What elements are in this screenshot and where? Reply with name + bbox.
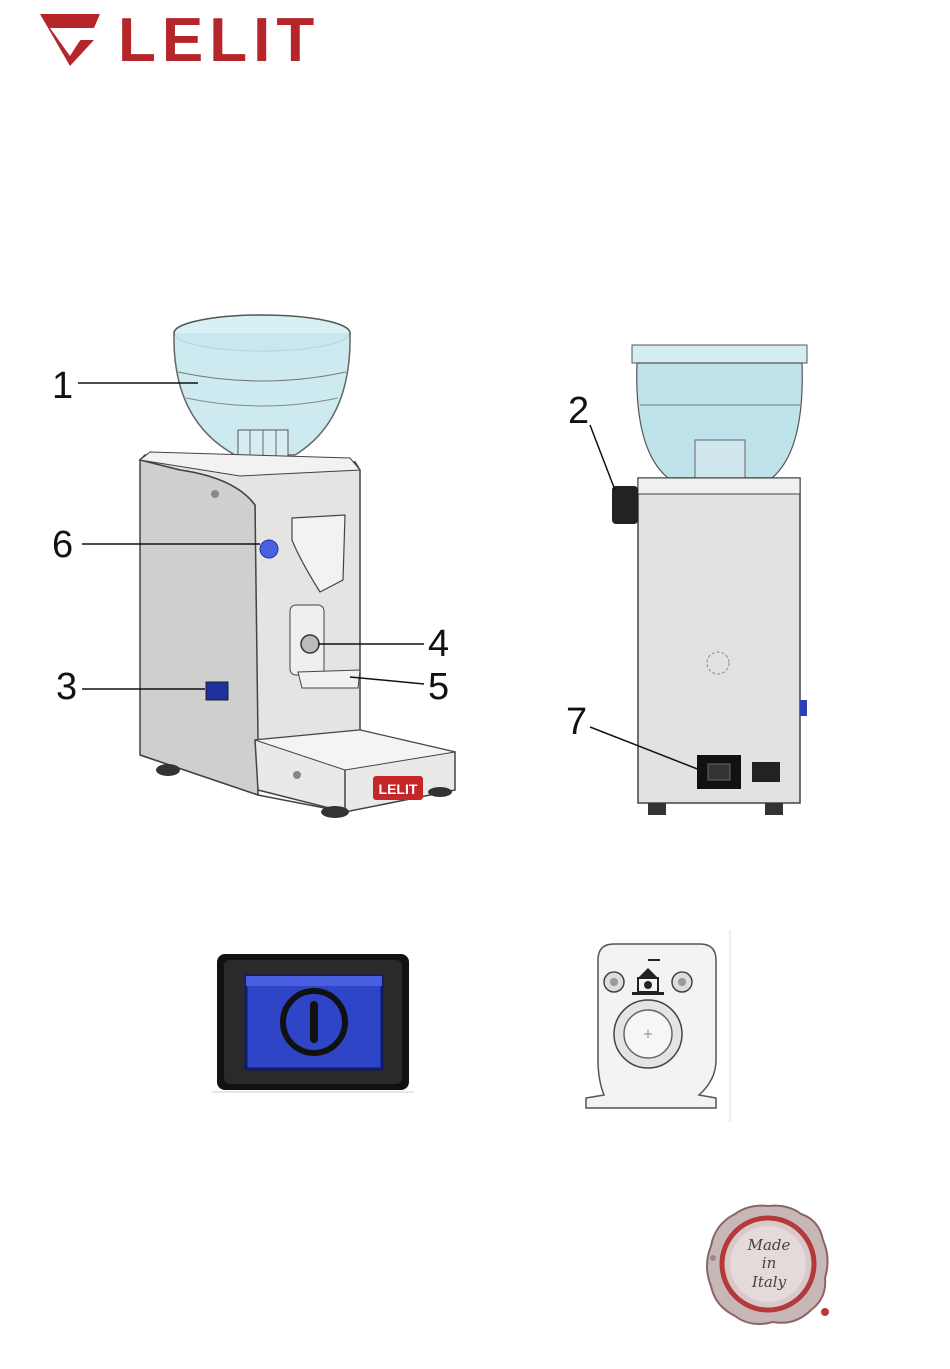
callout-3: 3 — [56, 668, 77, 706]
lelit-logo-icon — [36, 6, 104, 68]
callout-7: 7 — [566, 703, 587, 741]
callout-1: 1 — [52, 367, 73, 405]
bean-hopper — [174, 315, 350, 468]
callout-4: 4 — [428, 625, 449, 663]
callout-5: 5 — [428, 668, 449, 706]
power-switch-icon — [212, 950, 414, 1094]
machine-badge: LELIT — [379, 781, 418, 797]
bean-hopper-rear — [632, 345, 807, 478]
callout-6: 6 — [52, 526, 73, 564]
grinder-front-view: LELIT — [0, 300, 500, 840]
made-in-italy-seal-icon: Made in Italy — [703, 1200, 833, 1330]
grinder-body-rear — [612, 478, 807, 815]
seal-line-italy: Italy — [751, 1273, 787, 1291]
grinder-body: LELIT — [140, 452, 455, 818]
seal-line-made: Made — [747, 1236, 791, 1254]
brand-name: LELIT — [118, 10, 320, 72]
seal-line-in: in — [762, 1254, 776, 1272]
callout-2: 2 — [568, 392, 589, 430]
grind-adjust-icon — [584, 930, 732, 1125]
